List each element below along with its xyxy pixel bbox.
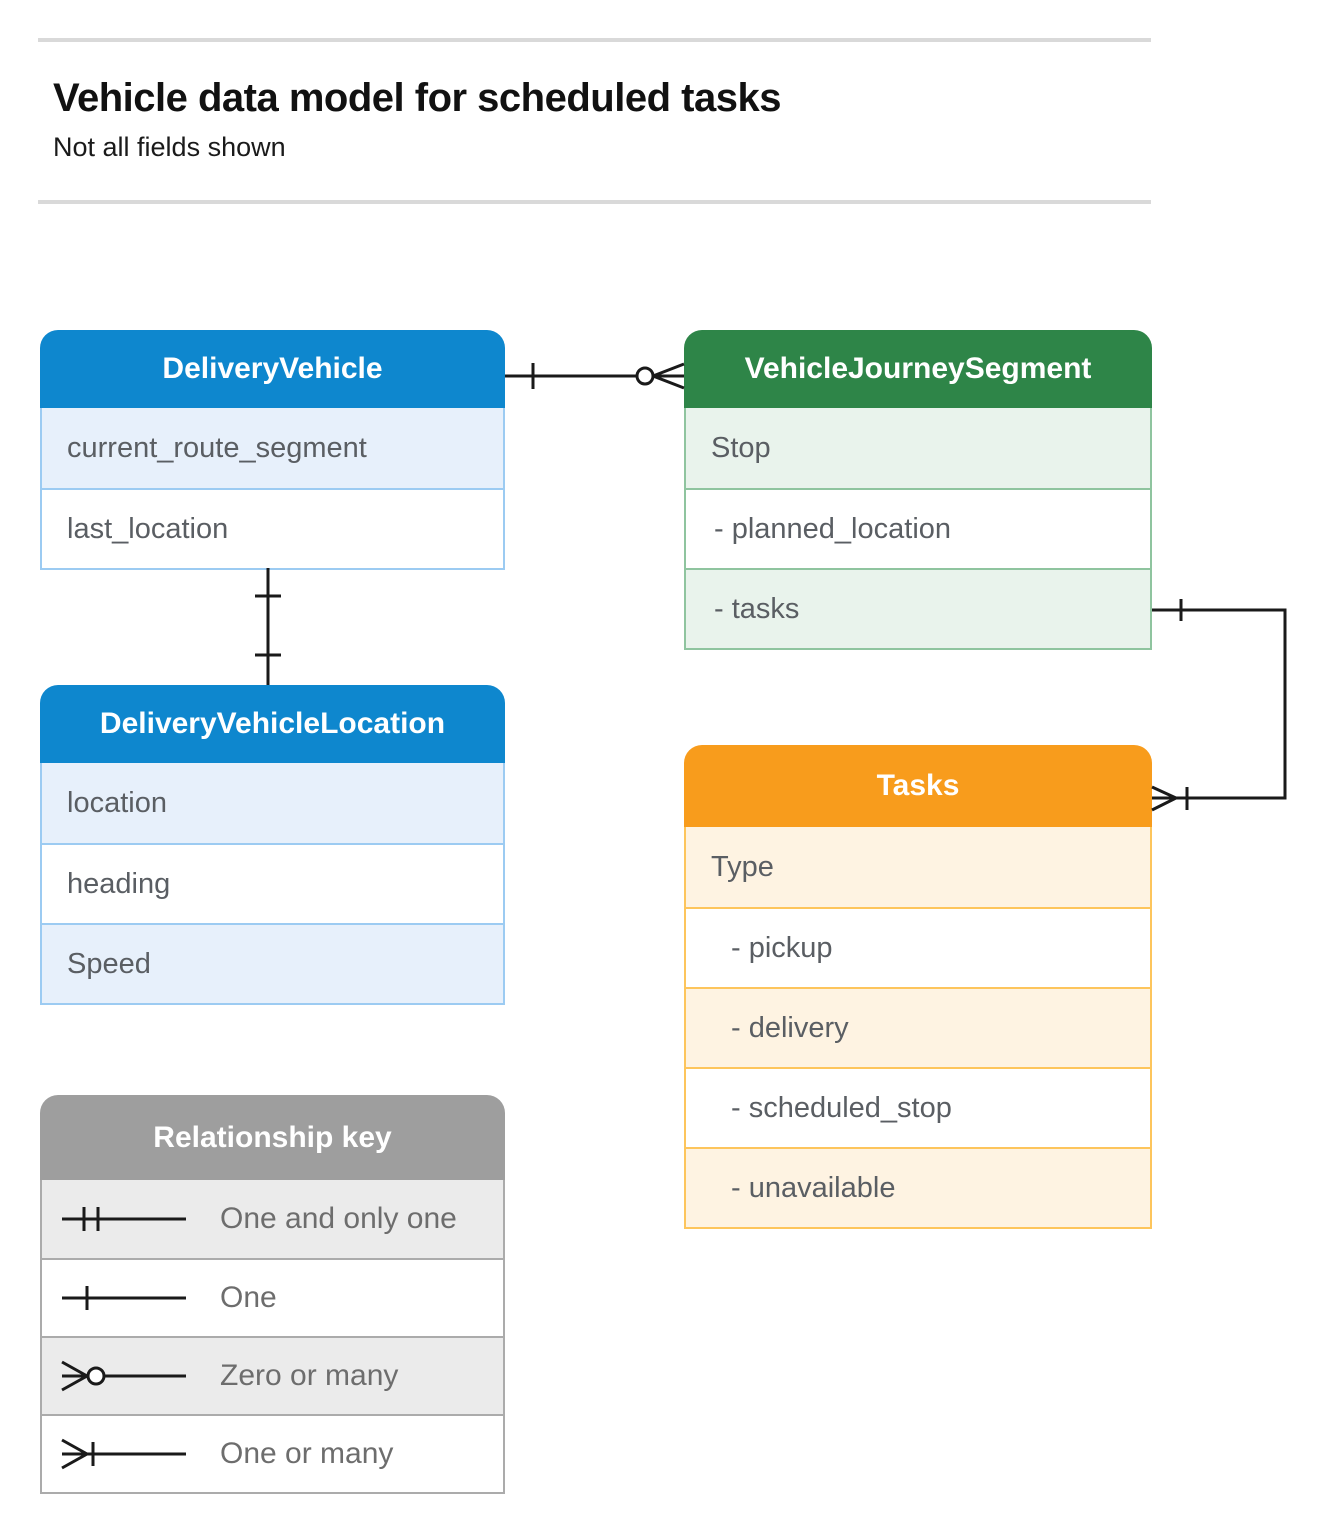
one-and-only-one-icon	[62, 1207, 186, 1231]
connector-vehiclejourneysegment-tasks	[1152, 599, 1285, 810]
field-unavailable: - unavailable	[686, 1147, 1150, 1227]
key-label-zero-or-many: Zero or many	[220, 1359, 399, 1392]
entity-delivery-vehicle-location: DeliveryVehicleLocation location heading…	[40, 685, 505, 1005]
field-stop: Stop	[686, 408, 1150, 488]
field-pickup: - pickup	[686, 907, 1150, 987]
key-item-one: One	[42, 1258, 503, 1336]
one-or-many-icon	[61, 1438, 186, 1470]
field-current-route-segment: current_route_segment	[42, 408, 503, 488]
top-divider	[38, 38, 1151, 42]
one-icon	[62, 1286, 186, 1310]
entity-fields-tasks: Type - pickup - delivery - scheduled_sto…	[684, 827, 1152, 1229]
header-divider	[38, 200, 1151, 204]
page-title: Vehicle data model for scheduled tasks	[53, 76, 781, 120]
entity-title-tasks: Tasks	[684, 745, 1152, 827]
field-delivery: - delivery	[686, 987, 1150, 1067]
page-subtitle: Not all fields shown	[53, 132, 286, 162]
field-type: Type	[686, 827, 1150, 907]
entity-title-delivery-vehicle: DeliveryVehicle	[40, 330, 505, 408]
relationship-key: Relationship key One and only one	[40, 1095, 505, 1494]
zero-or-many-icon	[61, 1360, 186, 1392]
key-item-zero-or-many: Zero or many	[42, 1336, 503, 1414]
entity-tasks: Tasks Type - pickup - delivery - schedul…	[684, 745, 1152, 1229]
connector-deliveryvehicle-deliveryvehiclelocation	[255, 568, 281, 685]
relationship-key-title: Relationship key	[40, 1095, 505, 1180]
field-last-location: last_location	[42, 488, 503, 568]
key-label-one-or-many: One or many	[220, 1437, 394, 1470]
field-heading: heading	[42, 843, 503, 923]
entity-fields-vehicle-journey-segment: Stop - planned_location - tasks	[684, 408, 1152, 650]
key-label-one: One	[220, 1281, 277, 1314]
entity-title-delivery-vehicle-location: DeliveryVehicleLocation	[40, 685, 505, 763]
entity-fields-delivery-vehicle: current_route_segment last_location	[40, 408, 505, 570]
entity-title-vehicle-journey-segment: VehicleJourneySegment	[684, 330, 1152, 408]
field-speed: Speed	[42, 923, 503, 1003]
entity-fields-delivery-vehicle-location: location heading Speed	[40, 763, 505, 1005]
field-planned-location: - planned_location	[686, 488, 1150, 568]
entity-vehicle-journey-segment: VehicleJourneySegment Stop - planned_loc…	[684, 330, 1152, 650]
field-location: location	[42, 763, 503, 843]
field-scheduled-stop: - scheduled_stop	[686, 1067, 1150, 1147]
key-item-one-or-many: One or many	[42, 1414, 503, 1492]
connector-deliveryvehicle-vehiclejourneysegment	[505, 363, 684, 389]
field-tasks: - tasks	[686, 568, 1150, 648]
relationship-key-items: One and only one One	[40, 1180, 505, 1494]
key-label-one-and-only-one: One and only one	[220, 1202, 457, 1235]
entity-delivery-vehicle: DeliveryVehicle current_route_segment la…	[40, 330, 505, 570]
key-item-one-and-only-one: One and only one	[42, 1180, 503, 1258]
